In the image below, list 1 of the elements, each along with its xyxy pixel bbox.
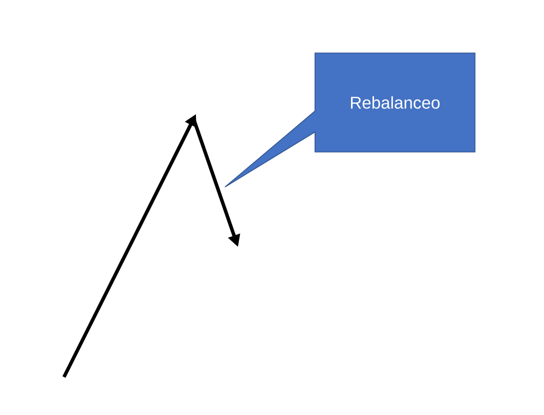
callout-box: Rebalanceo — [224, 52, 476, 188]
